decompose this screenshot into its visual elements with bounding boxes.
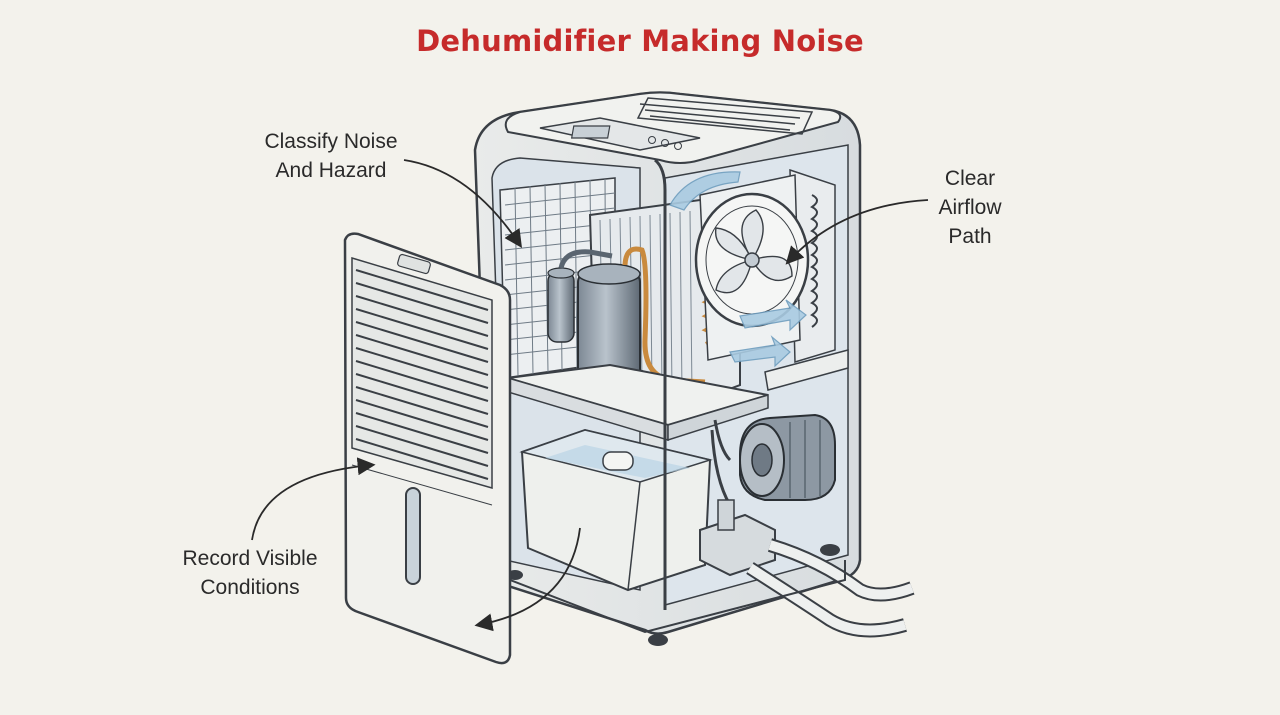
water-bucket [519,428,713,592]
callout-classify-noise: Classify Noise And Hazard [226,127,436,185]
callout-line: Classify Noise [264,130,398,153]
noise-arrow [403,159,522,248]
callout-arrows [251,159,929,632]
callout-line: Clear [944,167,996,190]
bucket-arrow [474,527,581,632]
callout-airflow: Clear Airflow Path [912,164,1028,251]
callout-line: Airflow [938,196,1002,219]
callout-line: Conditions [200,576,300,599]
corner-post [653,158,667,610]
callout-line: Record Visible [182,547,318,570]
pump-motor [710,413,836,506]
fan [694,174,810,361]
callout-line: Path [948,225,992,248]
drain-hoses [699,499,915,638]
airflow-arrows [669,171,807,368]
callout-line: And Hazard [275,159,387,182]
shelf [507,349,849,442]
record-arrow [251,457,376,541]
airflow-arrow [785,199,929,265]
front-panel [343,232,512,665]
page-title: Dehumidifier Making Noise [416,24,864,58]
callout-record: Record Visible Conditions [150,544,350,602]
